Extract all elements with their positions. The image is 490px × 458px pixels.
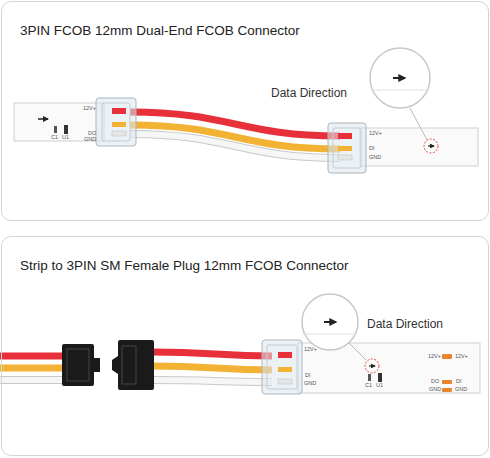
sm-male-plug <box>67 349 89 381</box>
pin-name: DI <box>369 146 375 152</box>
pin-name: GND <box>84 137 96 143</box>
pin-name: 12V+ <box>304 347 317 353</box>
magnifier-callout <box>370 48 430 108</box>
wire <box>0 365 64 372</box>
connector-clip <box>267 345 297 389</box>
panel-title: Strip to 3PIN SM Female Plug 12mm FCOB C… <box>20 258 488 273</box>
pin-name: 12V+ <box>369 131 382 137</box>
panel-frame: Strip to 3PIN SM Female Plug 12mm FCOB C… <box>1 236 489 456</box>
wire <box>130 112 340 136</box>
callout-label: Data Direction <box>367 318 443 330</box>
magnifier-callout <box>302 294 379 373</box>
solder-pad <box>442 380 452 384</box>
led-strip <box>14 103 478 166</box>
solder-pad <box>442 354 452 359</box>
connector-clip <box>262 340 302 394</box>
solder-pad <box>442 354 452 392</box>
connector-clip <box>278 352 292 358</box>
pin-name: 12V+ <box>455 354 468 360</box>
wire <box>152 366 272 370</box>
magnifier-callout <box>428 145 434 146</box>
led-strip <box>298 343 480 393</box>
wire <box>130 112 340 158</box>
sm-female-plug <box>112 340 154 390</box>
connector-clip <box>338 133 352 139</box>
pin-name: DO <box>431 379 439 385</box>
part-name: C1 <box>365 383 372 389</box>
pin-name: DO <box>88 131 96 137</box>
strip-component <box>54 125 68 134</box>
pin-name: GND <box>369 155 381 161</box>
pin-name: GND <box>455 387 467 393</box>
pin-name: GND <box>429 387 441 393</box>
sm-male-plug <box>62 344 94 386</box>
magnifier-callout <box>348 342 366 360</box>
connector-clip <box>338 155 352 160</box>
strip-component <box>378 373 382 382</box>
magnifier-callout <box>369 365 375 366</box>
callout-label: Data Direction <box>271 87 347 99</box>
pin-name: DI <box>305 373 311 379</box>
pin-name: GND <box>304 381 316 387</box>
led-strip <box>298 343 480 393</box>
connector-clip <box>278 367 292 372</box>
strip-component <box>368 374 371 381</box>
connector-clip <box>278 379 292 384</box>
direction-arrow <box>38 118 48 120</box>
part-name: C1 <box>51 135 58 141</box>
sm-female-plug <box>122 346 136 384</box>
magnifier-callout <box>324 321 336 323</box>
led-strip <box>360 128 478 166</box>
connector-clip <box>112 122 126 127</box>
connector-clip <box>328 123 366 173</box>
part-name: U1 <box>62 135 69 141</box>
wire <box>152 380 272 382</box>
wire <box>152 380 272 382</box>
connector-clip <box>102 103 130 141</box>
connector-clip <box>262 340 302 394</box>
magnifier-callout <box>370 48 438 153</box>
connector-clip <box>96 98 366 173</box>
connector-clip <box>338 146 352 151</box>
magnifier-callout <box>302 294 358 350</box>
panel-frame: 3PIN FCOB 12mm Dual-End FCOB Connector <box>1 1 489 221</box>
strip-component <box>54 126 57 133</box>
magnifier-callout <box>393 77 405 79</box>
wire <box>0 353 64 360</box>
magnifier-callout <box>365 359 379 373</box>
magnifier-callout <box>371 90 429 91</box>
connector-clip <box>96 98 136 146</box>
pin-name: 12V+ <box>83 106 96 112</box>
pin-name: 12V+ <box>428 354 441 360</box>
connector-clip <box>112 131 126 136</box>
part-name: U1 <box>376 383 383 389</box>
strip-component <box>368 373 382 382</box>
direction-arrow <box>38 119 48 120</box>
sm-male-plug <box>62 344 100 386</box>
magnifier-callout <box>303 334 357 335</box>
led-strip <box>14 103 104 141</box>
connector-clip <box>112 108 126 114</box>
pin-name: DI <box>456 379 462 385</box>
wire <box>0 377 64 383</box>
wire <box>0 376 64 384</box>
connector-clip <box>333 128 361 168</box>
sm-male-plug <box>94 358 100 372</box>
wire <box>152 352 272 356</box>
sm-female-plug <box>112 356 118 374</box>
sm-female-plug <box>118 340 154 390</box>
strip-component <box>64 125 68 134</box>
magnifier-callout <box>410 108 427 140</box>
magnifier-callout <box>424 139 438 153</box>
panel-title: 3PIN FCOB 12mm Dual-End FCOB Connector <box>20 23 488 38</box>
solder-pad <box>442 388 452 392</box>
